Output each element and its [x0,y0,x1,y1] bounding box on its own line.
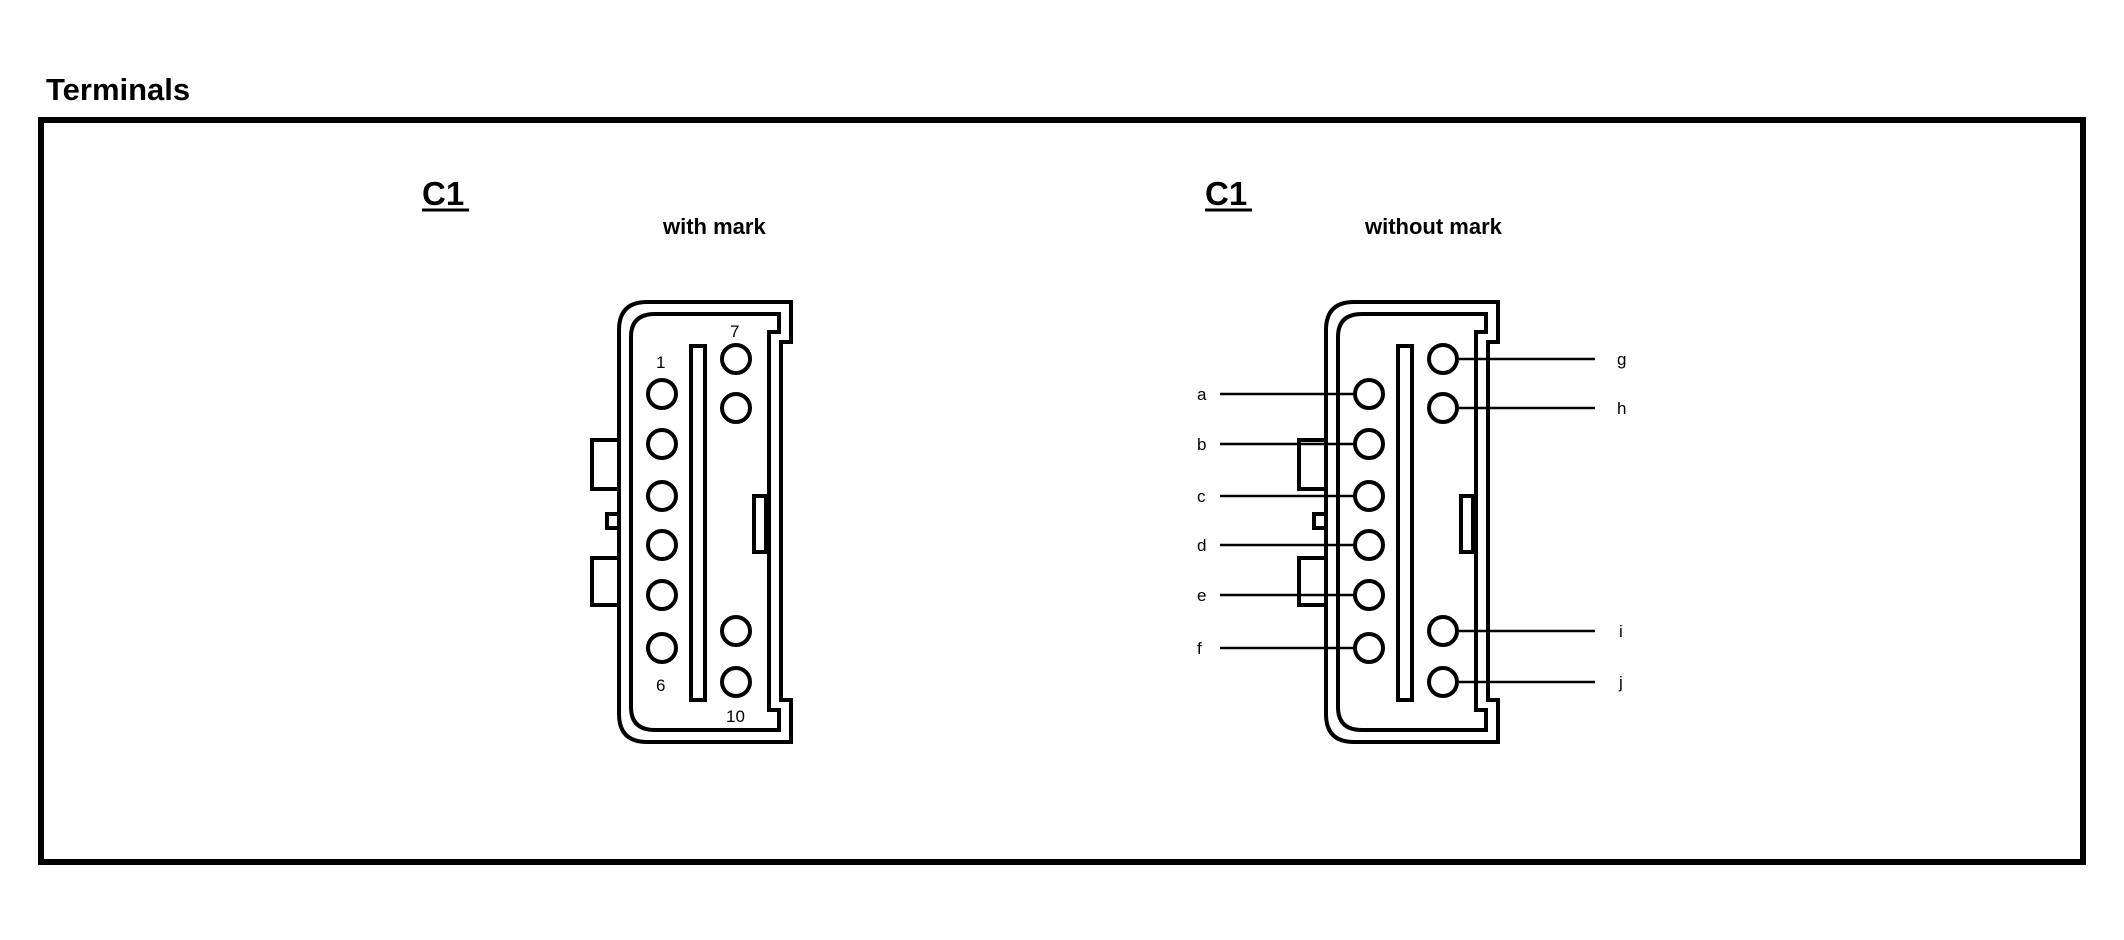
section-title: Terminals [46,72,191,107]
diagram-frame [38,117,2086,865]
connector-subtitle: without mark [1364,214,1503,239]
callout-j: j [1618,673,1623,692]
pin-label-6: 6 [656,676,665,695]
connector-title: C1 [1205,175,1247,212]
callout-c: c [1197,487,1206,506]
callout-i: i [1619,622,1623,641]
pin-label-1: 1 [656,353,665,372]
connector-subtitle: with mark [662,214,766,239]
pin-label-10: 10 [726,707,745,726]
connector-housing [1297,300,1500,744]
callout-h: h [1617,399,1626,418]
connector-with-mark: C1 with mark 1 6 7 10 [422,175,793,744]
callout-b: b [1197,435,1206,454]
pin-label-7: 7 [730,322,739,341]
connector-without-mark: C1 without mark a b c d e f g h i j [1197,175,1626,744]
callout-e: e [1197,586,1206,605]
callout-d: d [1197,536,1206,555]
leader-lines [1220,357,1595,684]
connector-title: C1 [422,175,464,212]
callout-f: f [1197,639,1202,658]
callout-g: g [1617,350,1626,369]
callout-a: a [1197,385,1207,404]
connector-housing [590,300,793,744]
